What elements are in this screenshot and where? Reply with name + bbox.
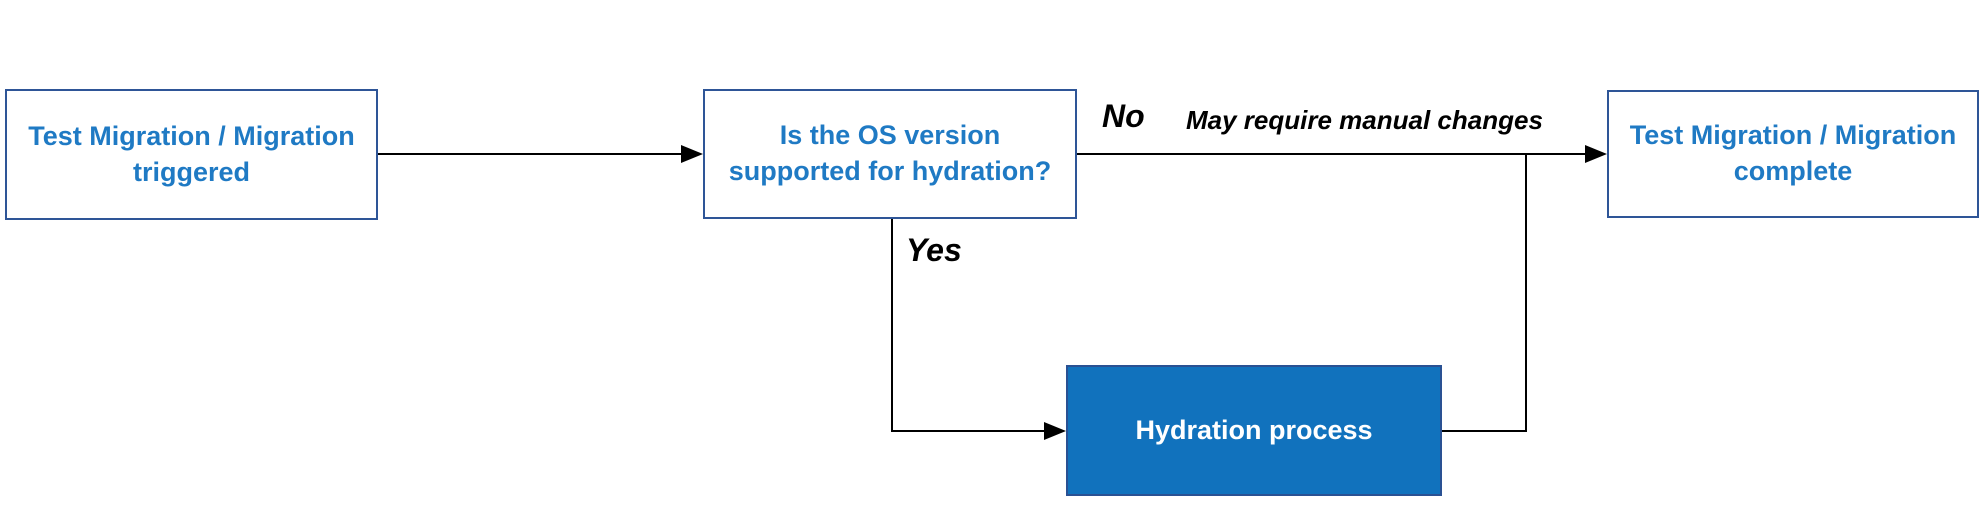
node-label: Test Migration / Migration complete	[1630, 118, 1957, 189]
edge-label-may-require-manual-changes: May require manual changes	[1186, 105, 1543, 135]
arrowhead-into-complete-icon	[1585, 145, 1607, 163]
node-complete-line2: complete	[1733, 156, 1853, 186]
node-decision-line1: Is the OS version	[779, 120, 1001, 151]
edge-label-yes: Yes	[906, 232, 962, 268]
node-start-line1: Test Migration / Migration	[28, 120, 355, 151]
node-os-version-decision: Is the OS version supported for hydratio…	[703, 89, 1077, 219]
node-start-line2: triggered	[132, 156, 251, 187]
node-test-migration-triggered: Test Migration / Migration triggered	[5, 89, 378, 220]
node-label: Hydration process	[1135, 413, 1372, 449]
connector-hydration-to-complete	[1442, 153, 1527, 432]
node-label: Is the OS version supported for hydratio…	[729, 118, 1051, 189]
edge-label-no: No	[1102, 98, 1145, 134]
arrowhead-into-hydration-icon	[1044, 422, 1066, 440]
node-test-migration-complete: Test Migration / Migration complete	[1607, 90, 1979, 218]
node-hydration-process: Hydration process	[1066, 365, 1442, 496]
node-complete-line1: Test Migration / Migration	[1629, 120, 1957, 151]
node-label: Test Migration / Migration triggered	[28, 119, 355, 190]
node-hydration-line1: Hydration process	[1135, 414, 1373, 445]
node-decision-line2: supported for hydration?	[728, 156, 1052, 186]
arrowhead-into-decision-icon	[681, 145, 703, 163]
